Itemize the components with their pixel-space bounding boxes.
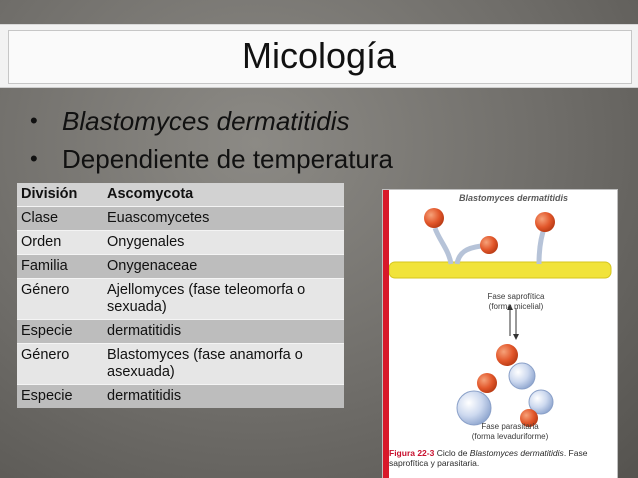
bullet-text: Blastomyces dermatitidis — [62, 106, 350, 136]
table-cell-value: dermatitidis — [103, 319, 344, 344]
table-row: Clase Euascomycetes — [17, 206, 344, 231]
bullet-item-temperature: • Dependiente de temperatura — [24, 140, 393, 178]
table-row: Género Ajellomyces (fase teleomorfa o se… — [17, 278, 344, 320]
saprophytic-phase-label: Fase saprofítica (forma micelial) — [471, 292, 561, 312]
life-cycle-illustration — [389, 208, 612, 427]
title-placeholder — [8, 30, 632, 84]
figure-caption: Figura 22-3 Ciclo de Blastomyces dermati… — [389, 448, 617, 468]
figure-heading: Blastomyces dermatitidis — [459, 193, 569, 203]
yeast-cells — [456, 344, 554, 427]
table-row: Familia Onygenaceae — [17, 254, 344, 279]
taxonomy-table: División Ascomycota Clase Euascomycetes … — [17, 183, 344, 408]
table-row: Especie dermatitidis — [17, 319, 344, 344]
table-row: Especie dermatitidis — [17, 384, 344, 408]
table-cell-value: Blastomyces (fase anamorfa o asexuada) — [103, 343, 344, 385]
table-cell-label: Especie — [17, 384, 103, 408]
bullet-item-species: • Blastomyces dermatitidis — [24, 102, 393, 140]
parasitic-phase-label: Fase parasitaria (forma levaduriforme) — [465, 422, 555, 442]
caption-text-pre: Ciclo de — [434, 448, 470, 458]
table-row: Género Blastomyces (fase anamorfa o asex… — [17, 343, 344, 385]
bullet-icon: • — [30, 108, 38, 133]
conidia — [424, 208, 555, 254]
life-cycle-figure: Blastomyces dermatitidis — [383, 190, 617, 478]
parasitic-phase-line2: (forma levaduriforme) — [471, 432, 549, 441]
mycelium — [389, 225, 612, 279]
saprophytic-phase-line2: (forma micelial) — [488, 302, 544, 311]
slide-title: Micología — [241, 35, 397, 76]
table-cell-label: Familia — [17, 254, 103, 279]
parasitic-phase-line1: Fase parasitaria — [481, 422, 539, 431]
table-cell-label: Clase — [17, 206, 103, 231]
table-cell-label: División — [17, 183, 103, 207]
table-cell-value: Onygenaceae — [103, 254, 344, 279]
table-cell-value: Onygenales — [103, 230, 344, 255]
table-cell-value: Ascomycota — [103, 183, 344, 207]
phase-arrows — [507, 304, 519, 340]
table-cell-value: Ajellomyces (fase teleomorfa o sexuada) — [103, 278, 344, 320]
table-row: División Ascomycota — [17, 183, 344, 207]
figure-frame-accent — [383, 190, 389, 478]
table-row: Orden Onygenales — [17, 230, 344, 255]
table-cell-label: Género — [17, 278, 103, 320]
bullet-list: • Blastomyces dermatitidis • Dependiente… — [24, 102, 393, 178]
table-cell-label: Orden — [17, 230, 103, 255]
bullet-icon: • — [30, 146, 38, 171]
table-cell-label: Especie — [17, 319, 103, 344]
caption-species: Blastomyces dermatitidis — [469, 448, 564, 458]
saprophytic-phase-line1: Fase saprofítica — [487, 292, 545, 301]
table-cell-label: Género — [17, 343, 103, 385]
table-cell-value: Euascomycetes — [103, 206, 344, 231]
figure-number: Figura 22-3 — [389, 448, 435, 458]
bullet-text: Dependiente de temperatura — [62, 144, 394, 174]
table-cell-value: dermatitidis — [103, 384, 344, 408]
caption-text-post: . Fase saprofítica y parasitaria. — [389, 448, 588, 468]
